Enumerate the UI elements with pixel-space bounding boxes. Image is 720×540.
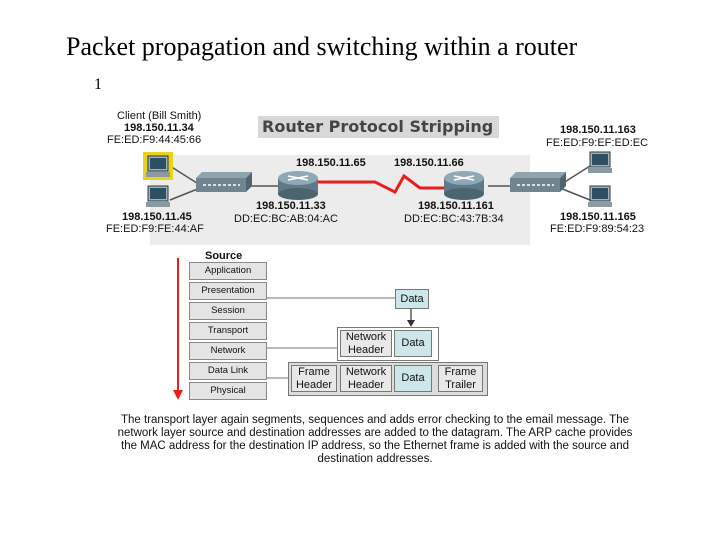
packet-data: Data	[394, 330, 432, 357]
osi-layer-application: Application	[189, 262, 267, 280]
connector-data-arrowhead	[407, 320, 415, 327]
client-bottom-mac: FE:ED:F9:FE:44:AF	[106, 223, 204, 235]
server-top-ip: 198.150.11.163	[560, 124, 636, 136]
switch-left-icon	[196, 172, 252, 192]
client-top-computer-icon	[143, 152, 173, 180]
server-top-computer-icon	[588, 151, 612, 173]
osi-layer-network: Network	[189, 342, 267, 360]
source-label: Source	[205, 250, 243, 262]
bullet-number: 1	[94, 76, 102, 93]
link-client-top	[169, 165, 201, 186]
router-a-wan-ip: 198.150.11.65	[296, 157, 366, 169]
transport-data-box: Data	[395, 289, 429, 309]
encapsulation-arrowhead	[173, 390, 183, 400]
diagram-title: Router Protocol Stripping	[258, 116, 500, 138]
packet-network-header: Network Header	[340, 330, 392, 357]
router-b-icon	[444, 171, 484, 200]
frame-header: Frame Header	[291, 365, 337, 392]
link-server-bottom	[559, 187, 591, 201]
frame-data: Data	[394, 365, 432, 392]
client-label: Client (Bill Smith)	[117, 110, 202, 122]
router-b-lan-mac: DD:EC:BC:43:7B:34	[404, 213, 504, 225]
frame-network-header: Network Header	[340, 365, 392, 392]
topology-background	[150, 155, 530, 245]
router-a-icon	[278, 171, 318, 200]
client-bottom-ip: 198.150.11.45	[122, 211, 192, 223]
router-a-lan-ip: 198.150.11.33	[256, 200, 326, 212]
client-bottom-computer-icon	[146, 185, 170, 207]
client-top-ip: 198.150.11.34	[124, 122, 194, 134]
server-top-mac: FE:ED:F9:EF:ED:EC	[546, 137, 649, 149]
switch-right-icon	[510, 172, 566, 192]
serial-link	[318, 173, 444, 194]
osi-layer-presentation: Presentation	[189, 282, 267, 300]
osi-layer-physical: Physical	[189, 382, 267, 400]
osi-layer-session: Session	[189, 302, 267, 320]
slide-title: Packet propagation and switching within …	[66, 32, 578, 61]
server-bottom-mac: FE:ED:F9:89:54:23	[550, 223, 645, 235]
server-bottom-ip: 198.150.11.165	[560, 211, 636, 223]
frame-trailer: Frame Trailer	[438, 365, 483, 392]
osi-layer-datalink: Data Link	[189, 362, 267, 380]
server-bottom-computer-icon	[588, 185, 612, 207]
router-b-lan-ip: 198.150.11.161	[418, 200, 494, 212]
router-a-lan-mac: DD:EC:BC:AB:04:AC	[234, 213, 338, 225]
osi-layer-transport: Transport	[189, 322, 267, 340]
router-b-wan-ip: 198.150.11.66	[394, 157, 464, 169]
description-text: The transport layer again segments, sequ…	[117, 414, 633, 465]
link-client-bottom	[169, 187, 201, 201]
client-top-mac: FE:ED:F9:44:45:66	[107, 134, 202, 146]
